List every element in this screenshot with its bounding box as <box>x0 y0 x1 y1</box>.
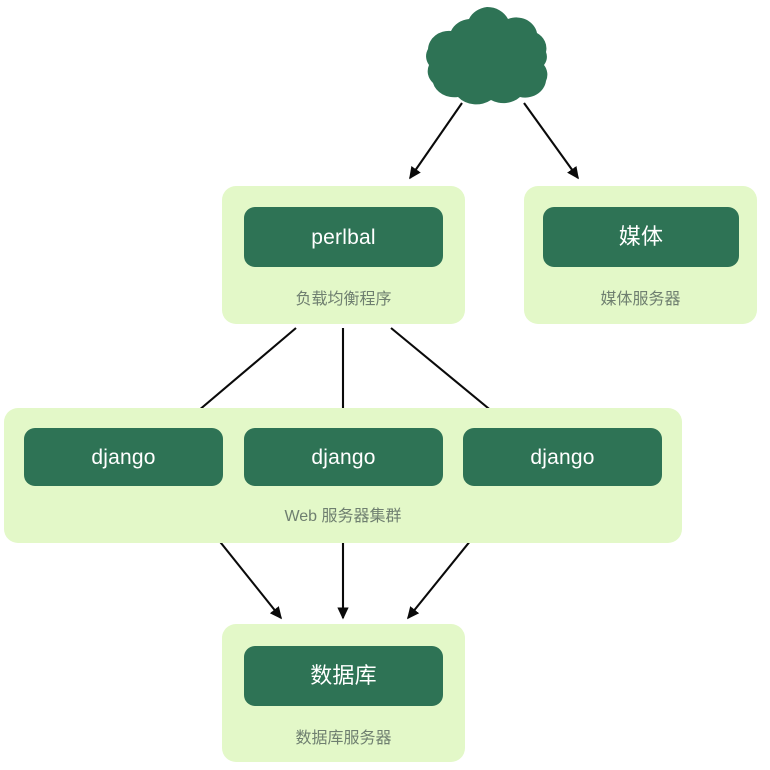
node-media-label: 媒体 <box>618 224 664 249</box>
edge-cloud-media <box>523 102 579 180</box>
node-django-3[interactable]: django <box>463 428 662 486</box>
edge-cloud-perlbal <box>409 102 463 180</box>
group-caption-database: 数据库服务器 <box>295 730 392 747</box>
group-caption-media: 媒体服务器 <box>600 291 681 308</box>
node-database-label: 数据库 <box>310 663 377 688</box>
cloud-icon <box>426 6 548 105</box>
node-media[interactable]: 媒体 <box>543 207 739 267</box>
node-perlbal[interactable]: perlbal <box>244 207 443 267</box>
node-django-2-label: django <box>311 445 376 469</box>
node-django-1[interactable]: django <box>24 428 223 486</box>
node-django-2[interactable]: django <box>244 428 443 486</box>
group-caption-webcluster: Web 服务器集群 <box>284 508 402 525</box>
node-perlbal-label: perlbal <box>311 225 376 249</box>
node-database[interactable]: 数据库 <box>244 646 443 706</box>
node-django-3-label: django <box>530 445 595 469</box>
node-django-1-label: django <box>91 445 156 469</box>
group-caption-loadbalancer: 负载均衡程序 <box>295 291 392 308</box>
